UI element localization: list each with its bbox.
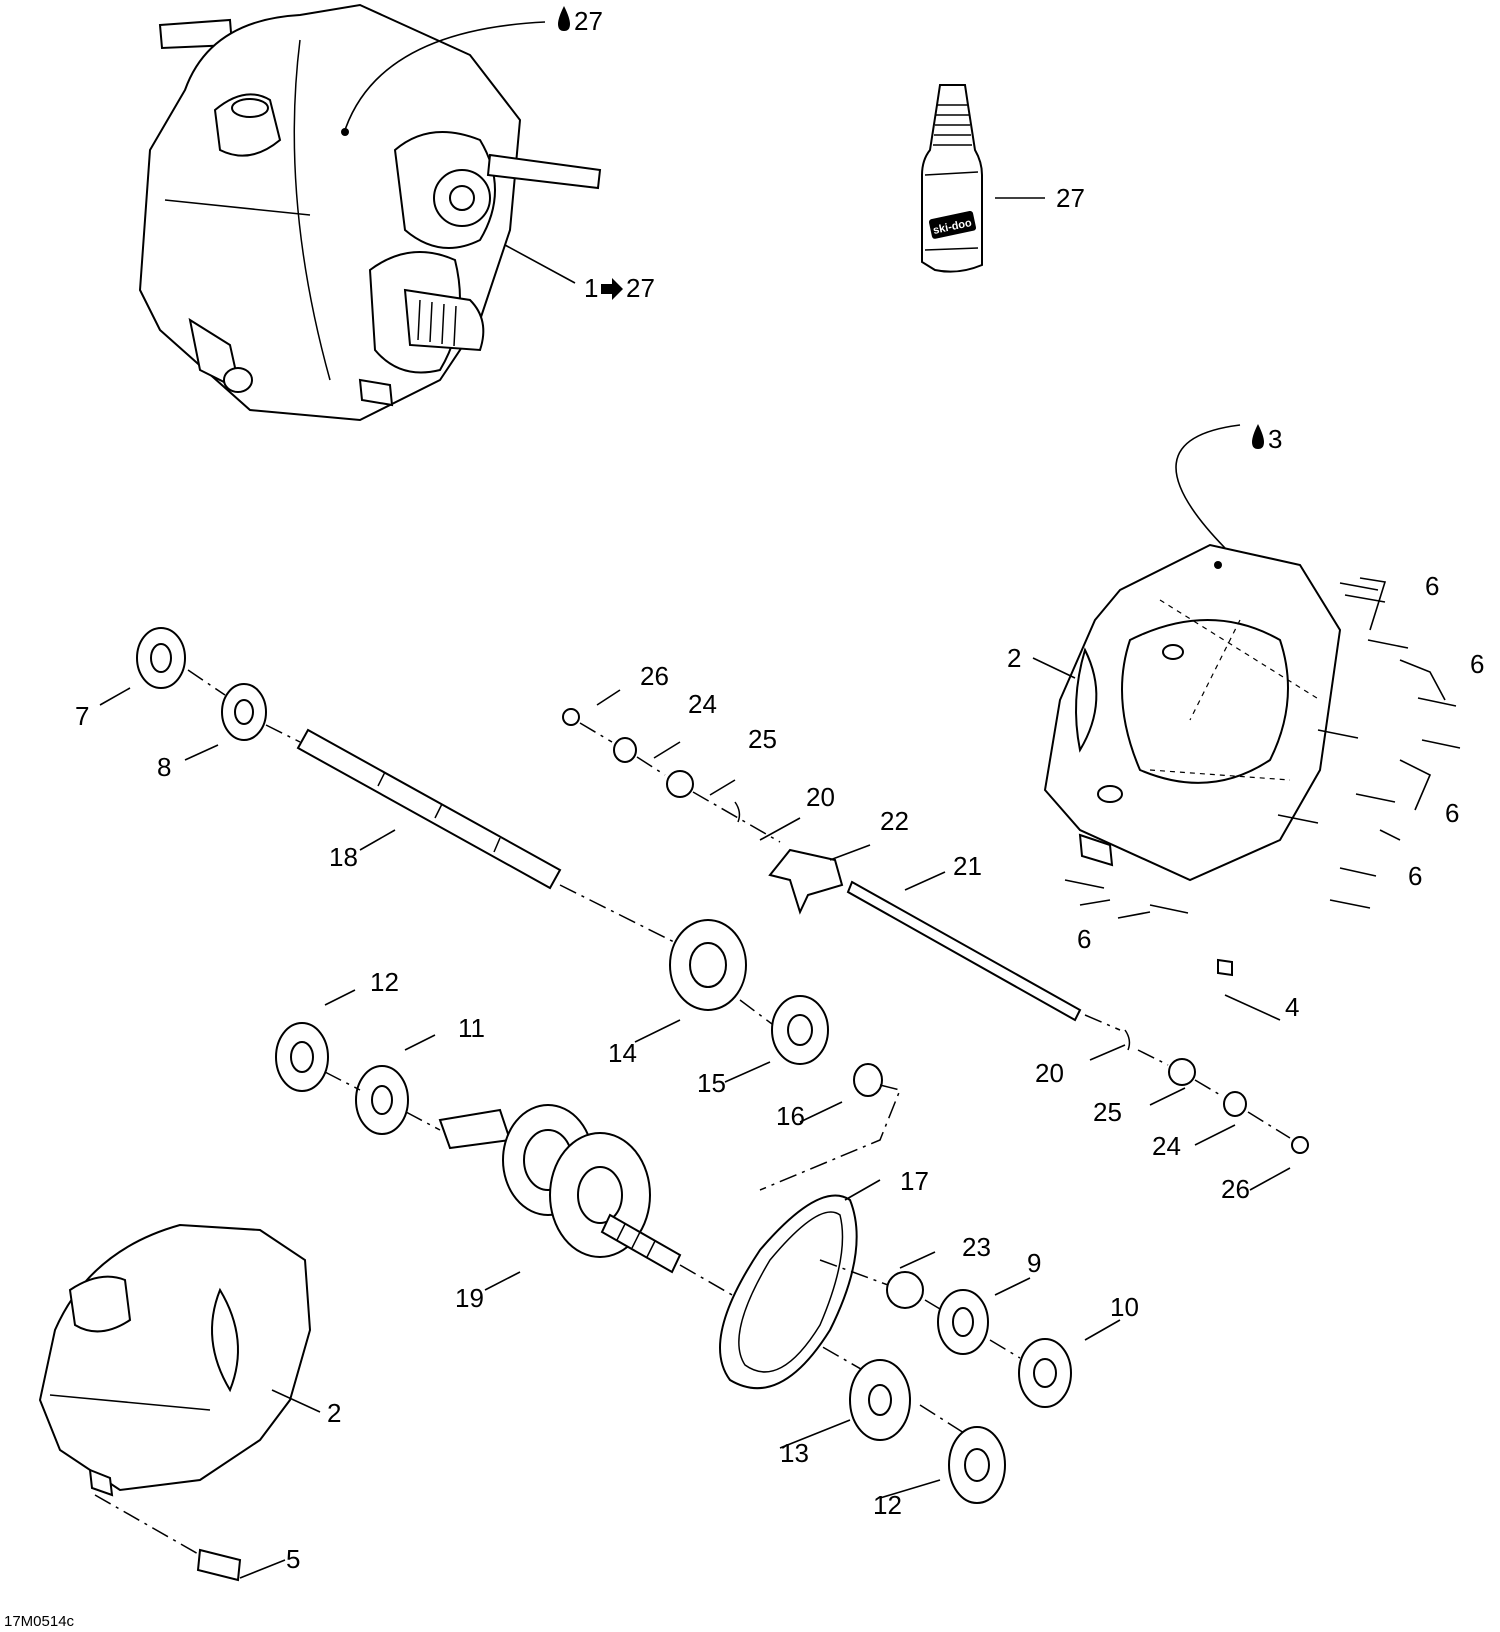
- label-part-20-b: 20: [1035, 1058, 1064, 1088]
- label-part-15: 15: [697, 1068, 726, 1098]
- label-part-9: 9: [1027, 1248, 1041, 1278]
- assembly-callout: 1 27: [584, 273, 655, 303]
- label-part-25-b: 25: [1093, 1097, 1122, 1127]
- label-part-2-housing: 2: [327, 1398, 341, 1428]
- label-lubricant-3: 3: [1268, 424, 1282, 454]
- label-assembly-1: 1: [584, 273, 598, 303]
- label-part-7: 7: [75, 701, 89, 731]
- chain-and-bearings-illustration: [719, 1194, 1072, 1504]
- lubricant-bottle-illustration: ski-doo: [921, 84, 983, 273]
- label-part-18: 18: [329, 842, 358, 872]
- arrow-right-icon: [601, 278, 623, 300]
- lubricant-callout-housing: 27: [558, 6, 603, 36]
- label-part-4: 4: [1285, 992, 1299, 1022]
- label-part-6-a: 6: [1425, 571, 1439, 601]
- label-part-6-e: 6: [1077, 924, 1091, 954]
- lubricant-callout-case: 3: [1252, 424, 1282, 454]
- label-part-21: 21: [953, 851, 982, 881]
- oil-drop-icon: [1252, 424, 1264, 449]
- label-part-12-b: 12: [873, 1490, 902, 1520]
- gear-set-illustration: [669, 919, 902, 1191]
- shaft-assembly-illustration: [136, 627, 781, 1031]
- callout-labels: 27 1 27 27 3 2 2 4 5 6 6 6 6 6 7 8 9 10 …: [75, 6, 1484, 1574]
- leader-lines: [99, 21, 1446, 1579]
- label-part-26-b: 26: [1221, 1174, 1250, 1204]
- label-part-12-a: 12: [370, 967, 399, 997]
- housing-half-left-illustration: [38, 1223, 312, 1582]
- label-part-25-a: 25: [748, 724, 777, 754]
- label-lubricant-27: 27: [574, 6, 603, 36]
- label-part-11: 11: [458, 1013, 485, 1043]
- label-part-22: 22: [880, 806, 909, 836]
- label-part-14: 14: [608, 1038, 637, 1068]
- label-part-6-b: 6: [1470, 649, 1484, 679]
- label-part-8: 8: [157, 752, 171, 782]
- label-part-10: 10: [1110, 1292, 1139, 1322]
- shift-mechanism-illustration: [562, 708, 1309, 1154]
- label-part-23: 23: [962, 1232, 991, 1262]
- output-shaft-illustration: [275, 1022, 976, 1441]
- label-bottle-27: 27: [1056, 183, 1085, 213]
- label-part-19: 19: [455, 1283, 484, 1313]
- oil-drop-icon: [558, 6, 570, 31]
- transmission-assembly-illustration: [138, 3, 602, 422]
- label-part-2-case: 2: [1007, 643, 1021, 673]
- label-part-24-a: 24: [688, 689, 717, 719]
- label-part-13: 13: [780, 1438, 809, 1468]
- label-part-16: 16: [776, 1101, 805, 1131]
- label-part-24-b: 24: [1152, 1131, 1181, 1161]
- label-part-6-d: 6: [1408, 861, 1422, 891]
- label-assembly-27: 27: [626, 273, 655, 303]
- drawing-code: 17M0514c: [4, 1613, 75, 1630]
- label-part-20-a: 20: [806, 782, 835, 812]
- label-part-17: 17: [900, 1166, 929, 1196]
- label-part-5: 5: [286, 1544, 300, 1574]
- case-half-right-illustration: [1043, 543, 1461, 977]
- label-part-6-c: 6: [1445, 798, 1459, 828]
- label-part-26-a: 26: [640, 661, 669, 691]
